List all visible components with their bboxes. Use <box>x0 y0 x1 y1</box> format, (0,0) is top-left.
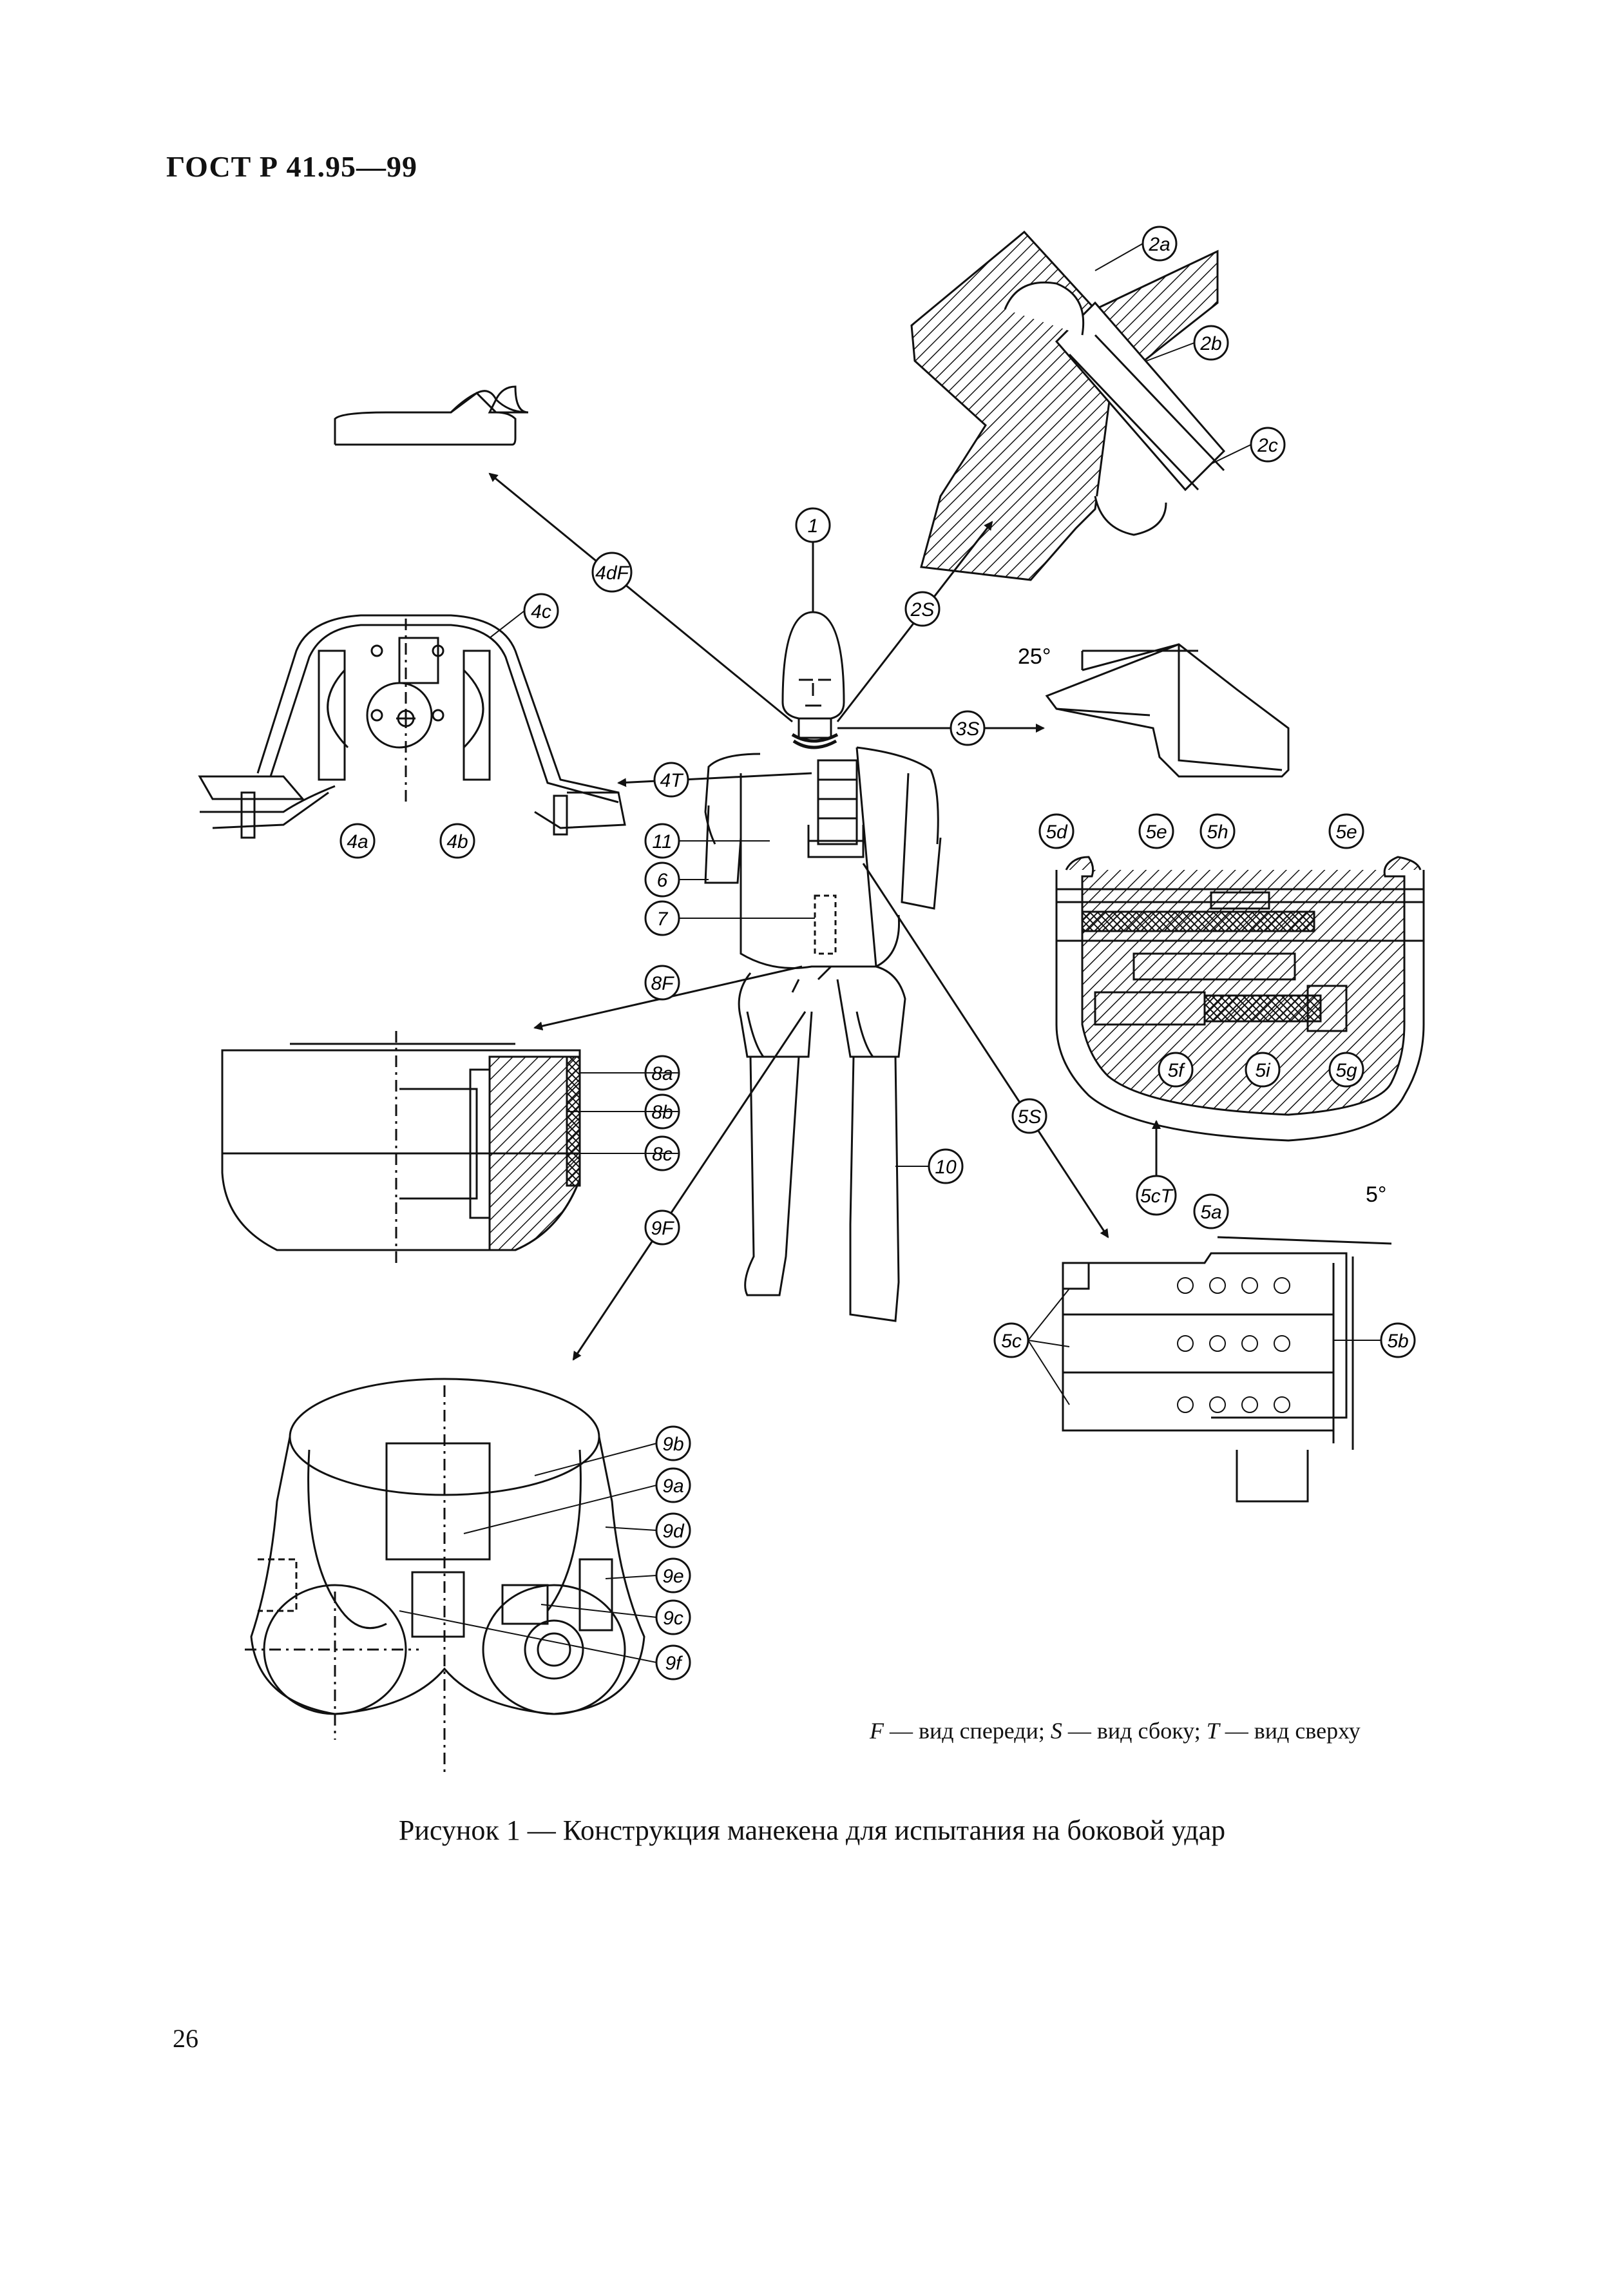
callout-7: 7 <box>644 900 680 936</box>
callout-5S: 5S <box>1011 1098 1047 1134</box>
svg-text:4b: 4b <box>446 831 468 852</box>
callout-2S: 2S <box>904 591 941 627</box>
callout-9d: 9d <box>655 1512 691 1548</box>
svg-text:7: 7 <box>657 909 669 930</box>
rib-top-view-drawing <box>1062 1236 1392 1503</box>
svg-text:5h: 5h <box>1207 822 1228 843</box>
callout-5d: 5d <box>1038 813 1075 849</box>
svg-text:2a: 2a <box>1148 234 1170 255</box>
svg-text:10: 10 <box>935 1157 957 1178</box>
callout-2a: 2a <box>1142 226 1178 262</box>
rib-module-drawing <box>1055 856 1425 1142</box>
legend-s-key: S <box>1050 1718 1062 1744</box>
svg-text:5a: 5a <box>1200 1202 1221 1223</box>
callout-5c: 5c <box>993 1322 1029 1358</box>
svg-text:1: 1 <box>808 515 819 537</box>
callout-2c: 2c <box>1250 427 1286 463</box>
legend-s-text: — вид сбоку; <box>1062 1718 1207 1744</box>
legend-t-text: — вид сверху <box>1219 1718 1361 1744</box>
callout-6: 6 <box>644 862 680 898</box>
callout-9c: 9c <box>655 1599 691 1635</box>
angle-25-label: 25° <box>1018 644 1051 669</box>
callout-5e-left: 5e <box>1138 813 1174 849</box>
svg-text:5S: 5S <box>1018 1106 1042 1128</box>
view-legend: F — вид спереди; S — вид сбоку; T — вид … <box>870 1717 1361 1744</box>
dummy-body <box>704 611 942 1322</box>
callout-4a: 4a <box>339 823 376 859</box>
callout-4c: 4c <box>523 593 559 629</box>
svg-text:4T: 4T <box>660 770 684 791</box>
svg-text:9a: 9a <box>662 1476 683 1497</box>
svg-text:4c: 4c <box>531 601 551 622</box>
callout-1: 1 <box>795 507 831 543</box>
callout-3S: 3S <box>950 710 986 746</box>
callout-9e: 9e <box>655 1557 691 1593</box>
svg-text:5b: 5b <box>1387 1331 1408 1352</box>
callout-5e-right: 5e <box>1328 813 1364 849</box>
pelvis-detail-drawing <box>245 1378 645 1772</box>
svg-text:9c: 9c <box>663 1608 683 1629</box>
figure-caption: Рисунок 1 — Конструкция манекена для исп… <box>398 1815 1226 1846</box>
svg-text:5f: 5f <box>1167 1060 1185 1081</box>
svg-text:5i: 5i <box>1255 1060 1271 1081</box>
svg-text:8b: 8b <box>651 1102 673 1123</box>
svg-text:4dF: 4dF <box>595 563 629 584</box>
svg-text:5cT: 5cT <box>1140 1186 1174 1207</box>
svg-text:8a: 8a <box>651 1063 673 1084</box>
legend-f-text: — вид спереди; <box>884 1718 1051 1744</box>
callout-11: 11 <box>644 823 680 859</box>
callout-4b: 4b <box>439 823 475 859</box>
callout-9F: 9F <box>644 1209 680 1246</box>
svg-text:2b: 2b <box>1199 333 1221 354</box>
svg-text:5c: 5c <box>1001 1331 1022 1352</box>
callout-9f: 9f <box>655 1644 691 1680</box>
svg-text:8F: 8F <box>651 973 674 994</box>
svg-text:2c: 2c <box>1257 435 1278 456</box>
callout-5cT: 5cT <box>1136 1175 1177 1216</box>
svg-text:9d: 9d <box>662 1521 685 1542</box>
callout-5h: 5h <box>1199 813 1236 849</box>
callout-4T: 4T <box>653 762 689 798</box>
svg-text:4a: 4a <box>347 831 368 852</box>
svg-text:3S: 3S <box>956 718 980 740</box>
callout-5g: 5g <box>1328 1052 1364 1088</box>
callout-9b: 9b <box>655 1425 691 1461</box>
svg-text:9f: 9f <box>665 1653 683 1674</box>
angle-5-label: 5° <box>1366 1182 1387 1207</box>
callout-4dF: 4dF <box>591 552 633 593</box>
svg-text:6: 6 <box>657 870 668 891</box>
neck-detail-drawing <box>910 230 1226 581</box>
svg-text:8c: 8c <box>652 1144 673 1165</box>
document-header: ГОСТ Р 41.95—99 <box>166 150 417 183</box>
abdomen-detail-drawing <box>221 1031 581 1263</box>
callout-leaders <box>399 243 1381 1663</box>
page-number: 26 <box>173 2024 198 2053</box>
svg-text:11: 11 <box>652 831 672 852</box>
legend-f-key: F <box>870 1718 884 1744</box>
callout-8F: 8F <box>644 965 680 1001</box>
svg-text:5e: 5e <box>1145 822 1167 843</box>
callout-5i: 5i <box>1245 1052 1281 1088</box>
svg-text:5d: 5d <box>1046 822 1068 843</box>
callout-10: 10 <box>928 1148 964 1184</box>
skull-cap-drawing <box>334 385 529 446</box>
callout-5b: 5b <box>1380 1322 1416 1358</box>
callout-9a: 9a <box>655 1467 691 1503</box>
svg-text:9F: 9F <box>651 1218 674 1239</box>
callout-labels: 1 2a 2b 2c 2S 3S 4dF 4c 4T 4a 4b 11 6 7 … <box>339 226 1416 1680</box>
svg-text:5e: 5e <box>1335 822 1357 843</box>
svg-text:5g: 5g <box>1335 1060 1357 1081</box>
svg-text:9b: 9b <box>662 1434 683 1455</box>
shoulder-detail-drawing <box>198 614 626 839</box>
legend-t-key: T <box>1206 1718 1219 1744</box>
callout-5a: 5a <box>1193 1193 1229 1229</box>
callout-5f: 5f <box>1158 1052 1194 1088</box>
svg-text:2S: 2S <box>910 599 935 621</box>
callout-2b: 2b <box>1193 325 1229 361</box>
neck-bracket-drawing <box>1045 643 1290 778</box>
svg-text:9e: 9e <box>662 1566 683 1587</box>
